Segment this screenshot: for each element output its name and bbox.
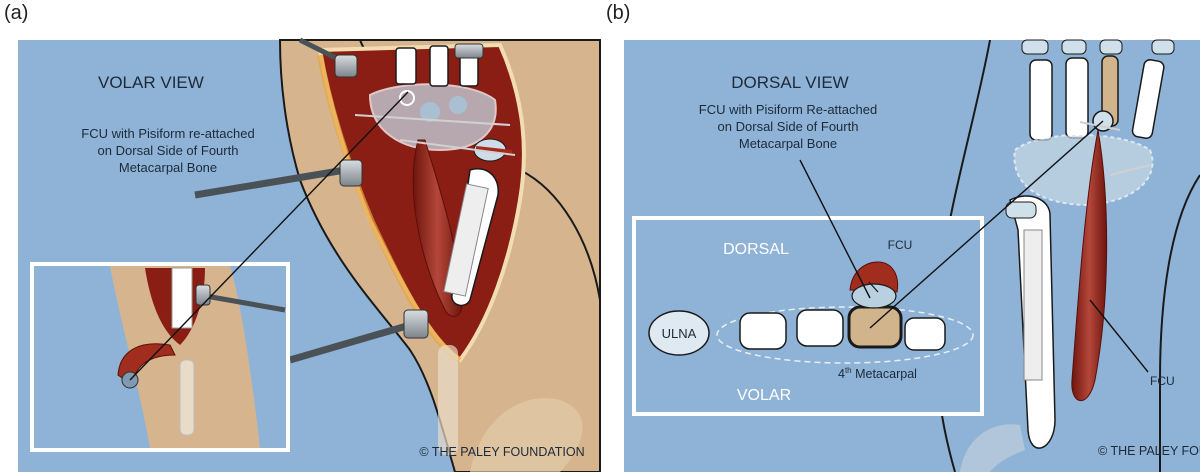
metacarpal-3 bbox=[1065, 57, 1089, 139]
metacarpal-base-1 bbox=[395, 47, 417, 85]
metacarpal-base-2 bbox=[429, 45, 449, 87]
inset-ulna-label: ULNA bbox=[662, 326, 697, 341]
inset-skin bbox=[110, 266, 260, 448]
pointer-line-a bbox=[129, 91, 409, 381]
inset-fcu-pointer bbox=[868, 281, 879, 293]
panel-a-caption-line-1: FCU with Pisiform re-attached bbox=[81, 126, 254, 141]
pointer-line-b-fcu bbox=[1089, 299, 1149, 373]
panel-b-caption-line-2: on Dorsal Side of Fourth bbox=[718, 119, 859, 134]
inset-retractor bbox=[199, 292, 286, 313]
retractor-top-handle bbox=[298, 37, 342, 63]
k-wire-1 bbox=[354, 114, 511, 126]
radius-ghost bbox=[438, 345, 458, 455]
inset-dorsal-label: DORSAL bbox=[723, 241, 789, 258]
panel-a-view-title: VOLAR VIEW bbox=[98, 73, 204, 92]
inset-bone-ghost bbox=[179, 359, 195, 436]
metacarpal-2 bbox=[1029, 59, 1053, 141]
panel-a-caption-line-3: Metacarpal Bone bbox=[119, 160, 217, 175]
panel-b-view-title: DORSAL VIEW bbox=[731, 73, 848, 92]
inset-metacarpal-label: 4th Metacarpal bbox=[838, 366, 917, 381]
metacarpal-cross-2 bbox=[739, 312, 787, 350]
panel-a-illustration: VOLAR VIEW FCU with Pisiform re-attached… bbox=[18, 37, 601, 472]
panel-a-letter: (a) bbox=[4, 2, 29, 24]
carpal-bone-a bbox=[420, 102, 440, 122]
forearm-outline-right bbox=[1159, 174, 1200, 472]
phalanx-3 bbox=[1061, 39, 1087, 55]
pointer-line-b-caption bbox=[799, 159, 871, 299]
metacarpal-cross-5 bbox=[904, 317, 946, 351]
fcu-muscle-b bbox=[1071, 129, 1108, 402]
retractor-left-blade bbox=[339, 159, 363, 187]
thumb-ghost-b bbox=[960, 424, 1025, 472]
panel-a-copyright: © THE PALEY FOUNDATION bbox=[419, 445, 584, 459]
bone-plate bbox=[443, 183, 489, 297]
retractor-left-handle bbox=[194, 166, 346, 199]
metacarpal-suffix: th bbox=[845, 366, 852, 375]
ulnar-head-b bbox=[1005, 201, 1037, 219]
panel-b-fcu-label: FCU bbox=[1150, 374, 1175, 388]
inset-retractor-blade bbox=[195, 284, 211, 306]
phalanx-4 bbox=[1099, 39, 1123, 55]
metacarpal-cross-3 bbox=[796, 309, 844, 347]
wire-b-1 bbox=[1079, 121, 1121, 131]
metacarpal-5 bbox=[1131, 59, 1165, 139]
panel-b-caption-line-1: FCU with Pisiform Re-attached bbox=[699, 102, 877, 117]
metacarpal-cross-4 bbox=[847, 305, 903, 349]
panel-b-copyright: © THE PALEY FOUNDATION bbox=[1098, 444, 1200, 458]
metacarpal-number: 4 bbox=[838, 367, 845, 381]
wire-b-2 bbox=[1109, 164, 1151, 176]
retractor-bottom-blade bbox=[403, 309, 429, 339]
inset-plate bbox=[171, 267, 193, 329]
ulna-cross-section bbox=[648, 310, 710, 356]
fat-layer bbox=[317, 54, 462, 363]
inset-fcu-cross bbox=[849, 261, 899, 293]
pisiform-target bbox=[399, 90, 415, 106]
panel-b-illustration: DORSAL VIEW FCU with Pisiform Re-attache… bbox=[624, 39, 1200, 472]
panel-a-caption-line-2: on Dorsal Side of Fourth bbox=[98, 143, 239, 158]
inset-carpal-outline bbox=[716, 306, 974, 364]
metacarpal-word: Metacarpal bbox=[852, 367, 917, 381]
ulnar-head-tendon bbox=[475, 146, 513, 154]
plate-b bbox=[1023, 229, 1043, 381]
retractor-right-blade bbox=[454, 43, 484, 59]
phalanx-2 bbox=[1021, 39, 1049, 55]
carpal-bone-b bbox=[449, 96, 467, 114]
inset-fcu-label: FCU bbox=[888, 238, 913, 252]
inset-pisiform-cross bbox=[851, 283, 897, 309]
thumb bbox=[470, 398, 583, 472]
carpal-bones-b bbox=[1013, 134, 1154, 207]
k-wire-2 bbox=[399, 139, 516, 156]
retractor-bottom-handle bbox=[289, 321, 411, 364]
phalanx-5 bbox=[1151, 39, 1175, 55]
panel-b-letter: (b) bbox=[606, 2, 631, 24]
inset-volar-label: VOLAR bbox=[737, 387, 791, 404]
retractor-top-blade bbox=[334, 54, 358, 78]
panel-b-caption-line-3: Metacarpal Bone bbox=[739, 136, 837, 151]
pointer-line-b-pisiform bbox=[869, 120, 1104, 329]
